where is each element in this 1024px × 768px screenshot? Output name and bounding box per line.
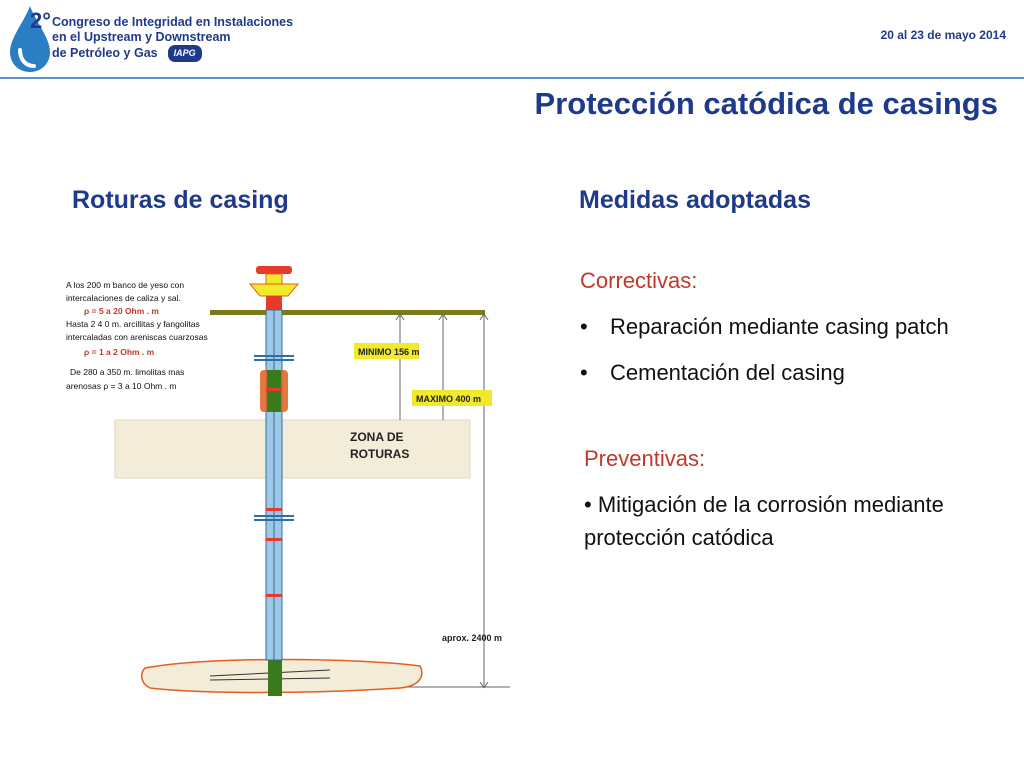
preventiva-item: • Mitigación de la corrosión mediante pr… xyxy=(584,492,944,550)
well-casing-diagram: A los 200 m banco de yeso con intercalac… xyxy=(66,266,510,696)
water-drop-logo-icon: 2° xyxy=(10,6,51,72)
header-divider xyxy=(0,77,1024,79)
right-heading: Medidas adoptadas xyxy=(579,186,811,214)
correctiva-text-2: Cementación del casing xyxy=(610,360,845,385)
bullet-icon: • xyxy=(580,360,588,385)
preventivas-label: Preventivas: xyxy=(584,446,706,471)
slide-title: Protección catódica de casings xyxy=(534,86,998,121)
geology-note-1: A los 200 m banco de yeso con xyxy=(66,280,184,290)
correctivas-label: Correctivas: xyxy=(580,268,698,293)
geology-note-4: Hasta 2 4 0 m. arcillitas y fangolitas xyxy=(66,319,200,329)
geology-note-5: intercaladas con areniscas cuarzosas xyxy=(66,332,208,342)
joint-markers xyxy=(266,306,282,597)
geology-note-8: arenosas ρ = 3 a 10 Ohm . m xyxy=(66,381,176,391)
dimension-lines xyxy=(290,313,510,689)
minimo-label: MINIMO 156 m xyxy=(358,347,420,357)
zone-label-1: ZONA DE xyxy=(350,430,404,444)
geology-note-2: intercalaciones de caliza y sal. xyxy=(66,293,181,303)
correctiva-item-2: • Cementación del casing xyxy=(580,360,845,386)
logo-number: 2° xyxy=(30,8,51,33)
geology-note-3: ρ = 5 a 20 Ohm . m xyxy=(84,306,159,316)
correctiva-text-1: Reparación mediante casing patch xyxy=(610,314,949,339)
geology-notes: A los 200 m banco de yeso con intercalac… xyxy=(66,280,208,391)
minimo-box xyxy=(354,343,419,359)
congress-line-1: Congreso de Integridad en Instalaciones xyxy=(52,15,294,29)
casing-flanges xyxy=(254,355,294,521)
fracture-zone xyxy=(114,419,471,479)
maximo-label: MAXIMO 400 m xyxy=(416,394,481,404)
event-date: 20 al 23 de mayo 2014 xyxy=(880,28,1006,42)
iapg-badge: IAPG xyxy=(167,45,202,62)
left-heading: Roturas de casing xyxy=(72,186,289,214)
aprox-label: aprox. 2400 m xyxy=(442,633,502,643)
geology-note-6: ρ = 1 a 2 Ohm . m xyxy=(84,347,155,357)
maximo-box xyxy=(412,390,492,406)
header: 2° Congreso de Integridad en Instalacion… xyxy=(0,0,1024,80)
ground-surface xyxy=(210,310,485,315)
geology-note-7: De 280 a 350 m. limolitas mas xyxy=(70,367,184,377)
bullet-icon: • xyxy=(580,314,588,339)
correctiva-item-1: • Reparación mediante casing patch xyxy=(580,314,949,340)
congress-line-2: en el Upstream y Downstream xyxy=(52,30,231,44)
zone-label-2: ROTURAS xyxy=(350,447,409,461)
casing-shoe xyxy=(268,656,282,696)
wellhead-icon xyxy=(248,266,300,310)
congress-name: Congreso de Integridad en Instalaciones … xyxy=(52,15,293,62)
congress-line-3: de Petróleo y Gas xyxy=(52,45,158,60)
